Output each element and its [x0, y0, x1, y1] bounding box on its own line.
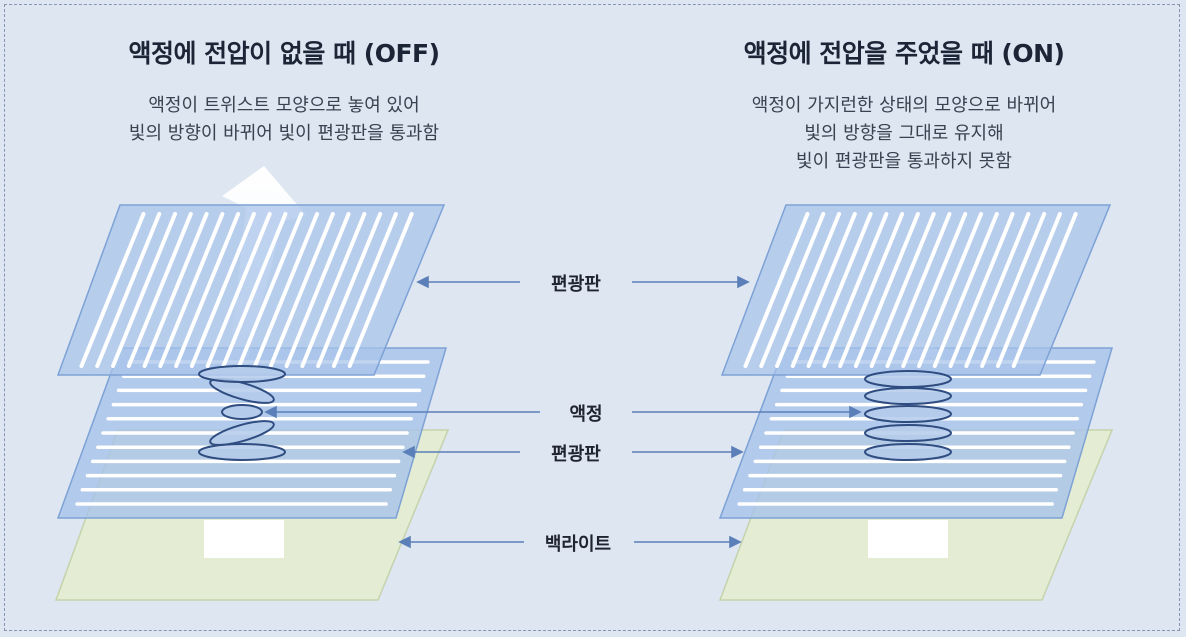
label-arrows	[264, 275, 862, 549]
polarizer-stripe	[901, 212, 968, 368]
polarizer-stripe	[822, 212, 889, 368]
label-backlight: 백라이트	[544, 534, 612, 555]
polarizer-stripe	[316, 212, 383, 368]
polarizer-stripe	[347, 212, 414, 368]
polarizer-stripe	[995, 212, 1062, 368]
polarizer-stripe	[806, 212, 873, 368]
off-description-line: 빛의 방향이 바뀌어 빛이 편광판을 통과함	[128, 123, 440, 144]
polarizer-stripe	[95, 212, 162, 368]
on-description-line: 빛이 편광판을 통과하지 못함	[796, 151, 1012, 172]
polarizer-stripe	[142, 212, 209, 368]
polarizer-stripe	[759, 212, 826, 368]
polarizer-stripe	[174, 212, 241, 368]
on-description: 액정이 가지런한 상태의 모양으로 바뀌어 빛의 방향을 그대로 유지해 빛이 …	[624, 92, 1184, 176]
dashed-frame	[4, 4, 1180, 631]
label-bottom-polarizer: 편광판	[551, 444, 601, 465]
polarizer-stripe	[284, 212, 351, 368]
liquid-crystal-twisted	[198, 365, 286, 461]
backlight-light-source-left	[204, 520, 284, 558]
polarizer-stripe	[980, 212, 1047, 368]
polarizer-stripe	[743, 212, 810, 368]
top-polarizer-stripes-right	[743, 212, 1078, 368]
polarizer-stripe	[790, 212, 857, 368]
off-description: 액정이 트위스트 모양으로 놓여 있어 빛의 방향이 바뀌어 빛이 편광판을 통…	[4, 92, 564, 148]
label-liquid-crystal: 액정	[569, 404, 603, 425]
polarizer-stripe	[268, 212, 335, 368]
off-title: 액정에 전압이 없을 때 (OFF)	[128, 39, 440, 68]
polarizer-stripe	[189, 212, 256, 368]
off-stack	[54, 166, 450, 601]
polarizer-stripe	[838, 212, 905, 368]
polarizer-stripe	[775, 212, 842, 368]
on-description-line: 빛의 방향을 그대로 유지해	[804, 123, 1004, 144]
off-description-line: 액정이 트위스트 모양으로 놓여 있어	[148, 95, 420, 116]
polarizer-stripe	[221, 212, 288, 368]
on-description-line: 액정이 가지런한 상태의 모양으로 바뀌어	[751, 95, 1057, 116]
liquid-crystal-aligned	[864, 370, 952, 461]
polarizer-stripe	[253, 212, 320, 368]
polarizer-stripe	[917, 212, 984, 368]
polarizer-stripe	[158, 212, 225, 368]
polarizer-stripe	[205, 212, 272, 368]
polarizer-stripe	[869, 212, 936, 368]
polarizer-stripe	[111, 212, 178, 368]
polarizer-stripe	[237, 212, 304, 368]
polarizer-stripe	[932, 212, 999, 368]
polarizer-stripe	[853, 212, 920, 368]
polarizer-stripe	[79, 212, 146, 368]
polarizer-stripe	[300, 212, 367, 368]
polarizer-stripe	[126, 212, 193, 368]
label-top-polarizer: 편광판	[551, 274, 601, 295]
backlight-light-source-right	[868, 520, 948, 558]
polarizer-stripe	[331, 212, 398, 368]
on-stack	[718, 204, 1114, 601]
polarizer-stripe	[948, 212, 1015, 368]
on-title: 액정에 전압을 주었을 때 (ON)	[743, 39, 1065, 68]
polarizer-stripe	[964, 212, 1031, 368]
polarizer-stripe	[885, 212, 952, 368]
polarizer-stripe	[1011, 212, 1078, 368]
top-polarizer-stripes-left	[79, 212, 414, 368]
